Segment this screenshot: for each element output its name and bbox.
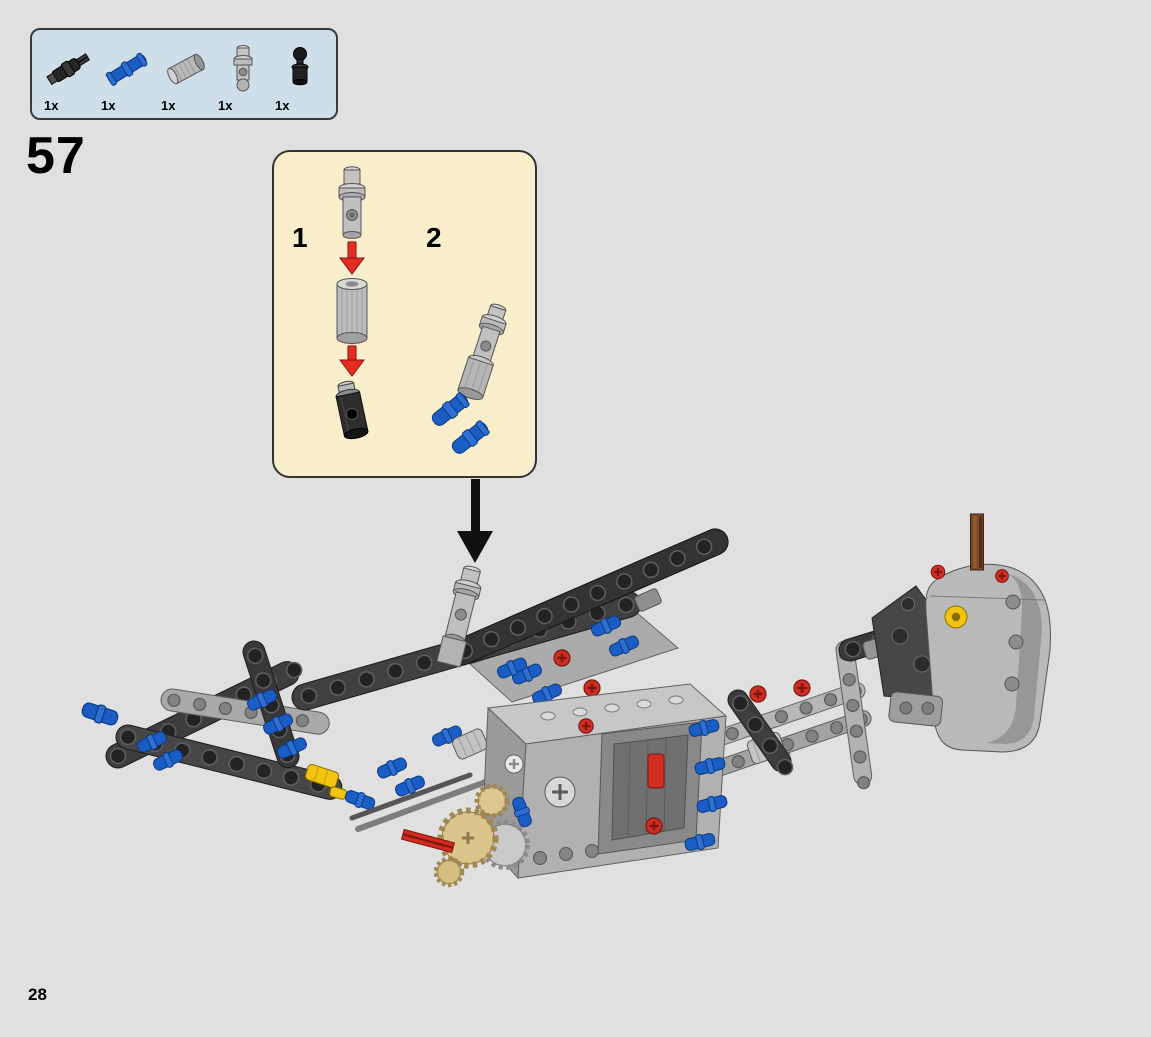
black-axle-pin-connector-icon — [45, 53, 90, 86]
brown-axle — [970, 513, 984, 571]
part-cell: 1x — [97, 34, 157, 113]
part-count: 1x — [101, 98, 116, 113]
part-cell: 1x — [271, 34, 328, 113]
frame-plate — [469, 611, 680, 703]
red-axle — [400, 828, 456, 854]
substep2-assembled-unit — [428, 303, 507, 458]
step-number: 57 — [26, 127, 86, 185]
part-count: 1x — [44, 98, 59, 113]
substep-label-1: 1 — [292, 222, 308, 253]
right-linkage — [693, 640, 873, 791]
substep-label-2: 2 — [426, 222, 442, 253]
right-arm-assembly — [838, 513, 1051, 753]
top-rear-beam — [291, 590, 642, 711]
assembly-arrow-icon — [339, 345, 365, 377]
parts-callout-box: 1x 1x — [30, 28, 338, 120]
red-lever — [647, 753, 665, 789]
part-cell: 1x — [157, 34, 214, 113]
inserted-part — [436, 565, 530, 682]
substep1-connector-part — [338, 166, 366, 239]
part-count: 1x — [218, 98, 233, 113]
tan-gears — [433, 783, 530, 888]
gray-pin-connector-icon — [233, 45, 252, 92]
part-cell: 1x — [214, 34, 271, 113]
left-wing — [79, 640, 378, 813]
center-gearbox — [481, 683, 729, 880]
part-cell: 1x — [40, 34, 97, 113]
yellow-connector — [304, 763, 340, 789]
assembly-arrow-icon — [339, 241, 365, 275]
down-arrow-icon — [457, 479, 493, 563]
subassembly-inset: 1 2 — [272, 150, 537, 478]
page-number: 28 — [28, 985, 47, 1004]
blue-axle-pin-icon — [105, 52, 148, 86]
substep1-sleeve-part — [336, 278, 368, 344]
part-count: 1x — [161, 98, 176, 113]
gray-driving-ring-icon — [166, 53, 205, 85]
part-count: 1x — [275, 98, 290, 113]
substep1-ball-pin-part — [335, 380, 369, 440]
yellow-ring — [944, 605, 968, 629]
subassembly-illustration — [335, 166, 507, 458]
black-ball-pin-icon — [291, 47, 308, 86]
